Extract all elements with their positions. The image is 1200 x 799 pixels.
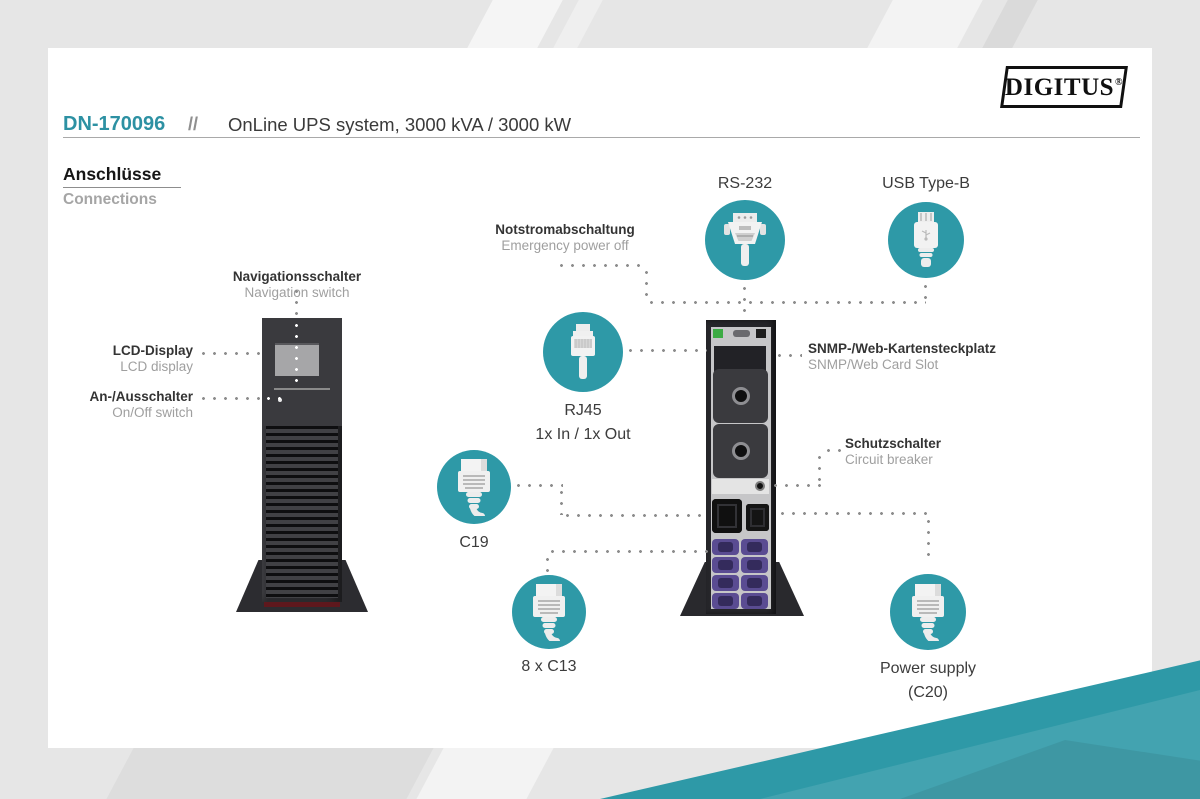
label-rs232: RS-232 — [717, 175, 773, 192]
leader-line — [927, 516, 930, 562]
usb-type-b-connector-badge — [888, 202, 964, 278]
digitus-logo-text: DIGITUS® — [1004, 73, 1124, 101]
ups-front-accent — [264, 602, 340, 607]
snmp-card-slot — [714, 346, 766, 372]
label-rj45: RJ45 1x In / 1x Out — [535, 402, 631, 443]
background-streak — [982, 0, 1038, 48]
label-circuit-breaker: Schutzschalter Circuit breaker — [845, 436, 942, 467]
leader-line — [770, 484, 822, 487]
background-streak — [467, 0, 563, 48]
leader-line — [560, 487, 563, 515]
rs232-icon — [724, 213, 766, 266]
background-streak — [867, 0, 983, 48]
leader-line — [743, 283, 746, 319]
usb-type-b-icon — [914, 212, 938, 267]
leader-line — [777, 512, 931, 515]
registered-mark: ® — [1115, 76, 1124, 88]
c13-outlet — [712, 557, 739, 573]
leader-line — [646, 301, 926, 304]
leader-line — [547, 550, 709, 553]
epo-terminal — [713, 329, 723, 338]
section-heading-de: Anschlüsse — [63, 164, 162, 184]
leader-line — [625, 349, 707, 352]
c13-connector-badge — [512, 575, 586, 649]
c19-plug-icon — [458, 459, 490, 516]
c13-outlet — [712, 539, 739, 555]
background-streak — [106, 748, 434, 799]
background-streak — [416, 748, 554, 799]
rs232-port — [733, 330, 750, 337]
leader-line — [924, 281, 927, 303]
leader-line — [774, 354, 802, 357]
leader-line — [562, 514, 708, 517]
c13-outlet — [741, 575, 768, 591]
c13-outlet — [741, 539, 768, 555]
leader-line — [513, 484, 563, 487]
leader-line — [818, 452, 821, 486]
label-lcd-display: LCD-Display LCD display — [112, 343, 193, 374]
leader-line — [295, 286, 298, 318]
rating-label — [712, 479, 769, 494]
usb-port — [756, 329, 766, 338]
label-on-off-switch: An-/Ausschalter On/Off switch — [89, 389, 193, 420]
section-heading-rule — [63, 187, 181, 188]
leader-line — [546, 554, 549, 574]
c13-outlet-bank — [712, 539, 769, 609]
c13-outlet — [741, 557, 768, 573]
fan-hub — [731, 387, 750, 405]
c19-outlet — [712, 499, 742, 533]
ups-panel-slot — [274, 388, 330, 390]
fan-hub — [731, 442, 750, 460]
c13-plug-icon — [533, 584, 565, 641]
leader-line — [295, 320, 298, 388]
ups-power-led — [278, 398, 282, 402]
product-model: DN-170096 — [63, 113, 166, 135]
ups-rear-panel — [711, 327, 771, 609]
digitus-logo: DIGITUS® — [1000, 66, 1128, 108]
ups-rear-tower — [706, 320, 776, 614]
label-snmp-card-slot: SNMP-/Web-Kartensteckplatz SNMP/Web Card… — [808, 341, 997, 372]
ups-front-tower — [262, 318, 342, 602]
c20-connector-badge — [890, 574, 966, 650]
leader-line — [556, 264, 648, 267]
leader-line — [198, 397, 262, 400]
rj45-icon — [571, 324, 595, 379]
label-usb-type-b: USB Type-B — [882, 175, 970, 192]
ups-front-grille — [266, 426, 338, 598]
c20-plug-icon — [912, 584, 944, 641]
c13-outlet — [741, 593, 768, 609]
label-c19: C19 — [459, 534, 489, 551]
leader-line — [263, 397, 285, 400]
label-8xc13: 8 x C13 — [521, 658, 577, 675]
label-emergency-power-off: Notstromabschaltung Emergency power off — [495, 222, 635, 253]
section-heading-en: Connections — [63, 191, 157, 208]
cooling-fan — [713, 424, 768, 478]
ups-front-image — [236, 318, 368, 616]
title-rule — [63, 137, 1140, 138]
c13-outlet — [712, 593, 739, 609]
c20-inlet — [746, 504, 769, 531]
cooling-fan — [713, 369, 768, 423]
c13-outlet — [712, 575, 739, 591]
ups-rear-image — [680, 320, 804, 620]
rj45-connector-badge — [543, 312, 623, 392]
background-streak — [553, 0, 603, 48]
c19-connector-badge — [437, 450, 511, 524]
product-title: OnLine UPS system, 3000 kVA / 3000 kW — [228, 114, 572, 135]
leader-line — [198, 352, 262, 355]
ups-front-control-panel — [262, 318, 342, 426]
circuit-breaker-button — [755, 481, 765, 491]
leader-line — [823, 449, 841, 452]
leader-line — [645, 267, 648, 303]
rs232-connector-badge — [705, 200, 785, 280]
label-power-supply-c20: Power supply (C20) — [879, 660, 977, 701]
title-separator: // — [188, 114, 199, 134]
